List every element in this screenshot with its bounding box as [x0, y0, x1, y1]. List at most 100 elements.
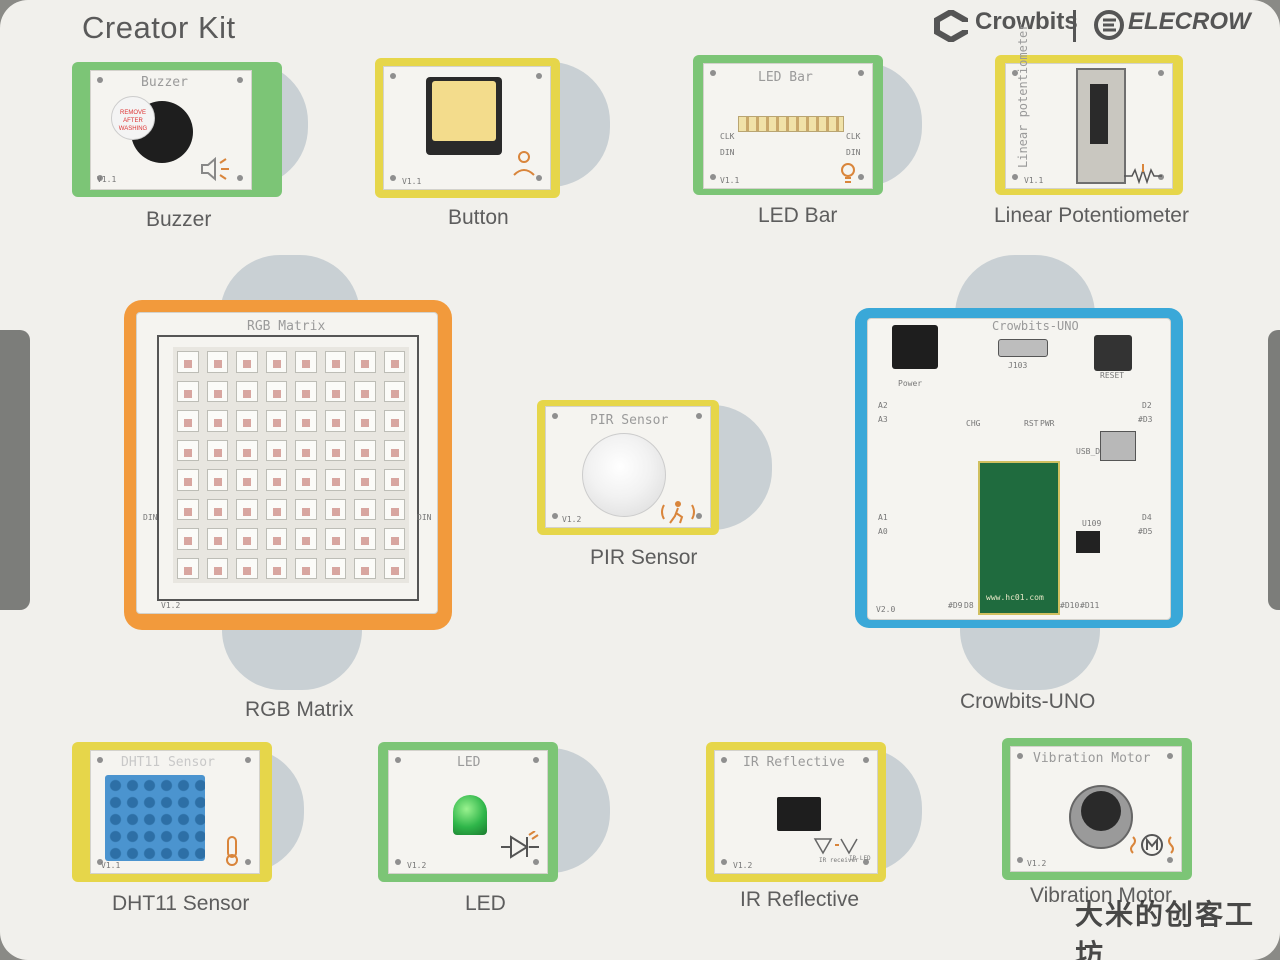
rgb-led-die — [243, 507, 251, 516]
rgb-led — [383, 557, 405, 579]
rgb-led-die — [243, 360, 251, 368]
rgb-led — [206, 469, 228, 491]
tray-cutout — [955, 255, 1095, 315]
rgb-led — [354, 469, 376, 491]
rgb-led — [295, 351, 317, 373]
rgb-led-die — [302, 566, 310, 575]
button-version: V1.1 — [402, 177, 422, 186]
led-board: LED V1.2 — [388, 750, 548, 874]
elecrow-logo — [1092, 8, 1126, 42]
linear-pot-module: Linear potentiometer V1.1 — [995, 24, 1183, 195]
rgb-led-die — [213, 360, 222, 368]
rgb-led — [236, 439, 258, 461]
rgb-led-grid — [173, 347, 409, 583]
rgb-led-die — [302, 360, 310, 368]
rgb-led — [383, 469, 405, 491]
rgb-led-die — [361, 419, 369, 427]
led-bar-board-label: LED Bar — [758, 70, 813, 85]
rgb-led — [295, 410, 317, 432]
uno-led-rst: RST — [1024, 419, 1039, 428]
linear-pot-board-label: Linear potentiometer — [1016, 23, 1030, 169]
rgb-led-die — [331, 478, 340, 486]
rgb-led — [236, 469, 258, 491]
led-version: V1.2 — [407, 861, 427, 870]
buzzer-board: Buzzer REMOVE AFTER WASHING V1.1 — [90, 70, 252, 190]
rgb-led-die — [272, 448, 281, 457]
rgb-led-die — [243, 478, 251, 486]
rgb-led-die — [213, 566, 222, 575]
brand-divider — [1073, 10, 1076, 42]
rgb-led-die — [390, 360, 399, 368]
linear-pot-board: Linear potentiometer V1.1 — [1005, 24, 1173, 189]
uno-version: V2.0 — [876, 605, 896, 614]
rgb-led — [206, 351, 228, 373]
pir-version: V1.2 — [562, 515, 582, 524]
rgb-led — [324, 498, 346, 520]
rgb-matrix-board: RGB Matrix DIN DIN V1.2 — [136, 312, 438, 614]
rgb-led — [354, 439, 376, 461]
rgb-led-die — [302, 448, 310, 457]
motion-icon — [658, 499, 698, 530]
rgb-led — [383, 351, 405, 373]
dht11-caption: DHT11 Sensor — [112, 892, 250, 915]
reset-button[interactable] — [1094, 335, 1132, 371]
tray-side-slot-right — [1268, 330, 1280, 610]
vibration-module: Vibration Motor V1.2 — [1002, 738, 1192, 880]
watermark: 大米的创客工坊 — [1075, 899, 1256, 960]
uno-board: Crowbits-UNO Power J103 RESET A2 A3 A1 A… — [867, 318, 1171, 620]
usb-port[interactable] — [998, 339, 1048, 357]
rgb-led-die — [331, 448, 340, 457]
rgb-led-die — [390, 537, 399, 545]
rgb-matrix-pin-din: DIN — [143, 513, 158, 522]
rgb-led — [177, 380, 199, 402]
power-switch[interactable] — [892, 325, 938, 369]
rgb-matrix-pin-din-out: DIN — [417, 513, 432, 522]
uno-pin-d8: D8 — [964, 601, 974, 610]
rgb-led-die — [390, 566, 399, 575]
rgb-led — [177, 469, 199, 491]
usb-dl-switch[interactable] — [1100, 431, 1136, 461]
uno-pin-a2: A2 — [878, 401, 888, 410]
rgb-led-die — [390, 507, 399, 516]
thermometer-icon — [219, 835, 245, 872]
rgb-led-die — [272, 389, 281, 398]
rgb-led — [265, 528, 287, 550]
rgb-led — [177, 410, 199, 432]
buzzer-board-label: Buzzer — [141, 75, 188, 90]
diode-icon — [499, 830, 541, 868]
rgb-led-die — [184, 478, 192, 486]
rgb-led-die — [331, 507, 340, 516]
rgb-led-die — [213, 537, 222, 545]
rgb-led — [177, 557, 199, 579]
brand-crowbits: Crowbits — [975, 8, 1078, 35]
speaker-icon — [199, 155, 233, 188]
led-module: LED V1.2 — [378, 742, 558, 882]
rgb-led-die — [184, 419, 192, 427]
rgb-led — [354, 351, 376, 373]
rgb-led-die — [361, 478, 369, 486]
uno-pin-d9: #D9 — [948, 601, 963, 610]
rgb-led — [295, 498, 317, 520]
push-button-top — [432, 81, 496, 141]
rgb-led-die — [272, 566, 281, 575]
rgb-led-die — [243, 419, 251, 427]
rgb-led-die — [302, 419, 310, 427]
uno-pin-d3: #D3 — [1138, 415, 1153, 424]
led-caption: LED — [465, 892, 506, 915]
dht11-board-label: DHT11 Sensor — [121, 755, 215, 770]
vibration-icon — [1129, 829, 1175, 866]
linear-pot-caption: Linear Potentiometer — [994, 204, 1189, 227]
rgb-led-die — [184, 507, 192, 516]
rgb-led — [354, 498, 376, 520]
kit-title: Creator Kit — [82, 10, 236, 45]
rgb-led-die — [184, 360, 192, 368]
rgb-led-die — [243, 448, 251, 457]
slider-knob — [1090, 84, 1108, 144]
vibration-board: Vibration Motor V1.2 — [1010, 746, 1182, 872]
rgb-matrix-module: RGB Matrix DIN DIN V1.2 — [124, 300, 452, 630]
rgb-led-die — [213, 419, 222, 427]
rgb-led — [354, 528, 376, 550]
rgb-led — [265, 351, 287, 373]
rgb-led — [324, 469, 346, 491]
uno-j103-label: J103 — [1008, 361, 1028, 370]
